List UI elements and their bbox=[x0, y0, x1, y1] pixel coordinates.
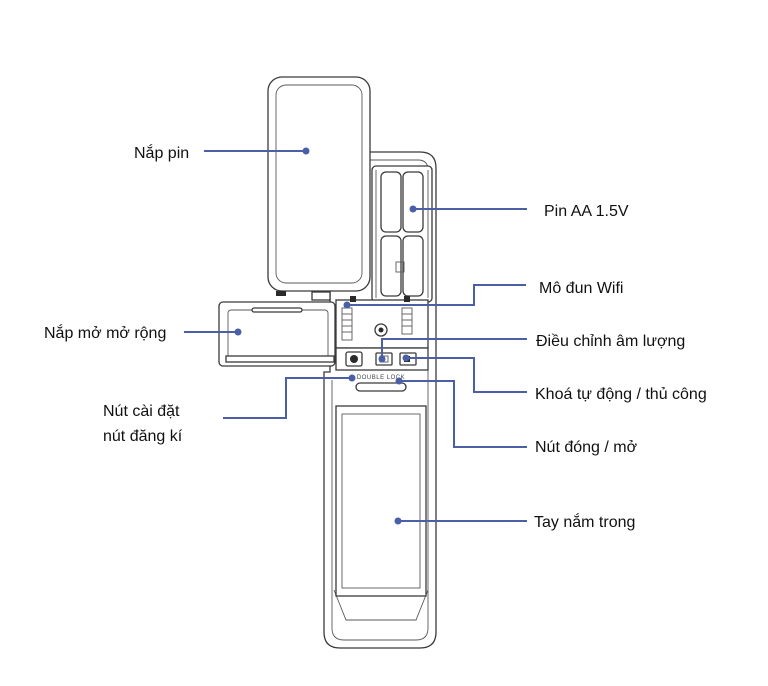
label-expansion-cover: Nắp mở mở rộng bbox=[44, 323, 166, 342]
label-auto-manual-lock: Khoá tự động / thủ công bbox=[535, 386, 707, 403]
label-aa-battery: Pin AA 1.5V bbox=[544, 203, 629, 220]
aa-battery-4 bbox=[402, 235, 424, 297]
leader-wifi-module bbox=[347, 284, 526, 306]
leader-setup-button-dot bbox=[348, 374, 356, 382]
leader-open-close bbox=[399, 380, 527, 448]
battery-cover[interactable] bbox=[267, 76, 371, 301]
label-open-close-button: Nút đóng / mở bbox=[535, 439, 638, 456]
label-inner-handle: Tay nắm trong bbox=[534, 512, 635, 531]
leader-aa-battery-dot bbox=[409, 205, 417, 213]
aa-battery-3 bbox=[380, 235, 402, 297]
leader-auto-manual-lock-dot bbox=[402, 354, 410, 362]
battery-compartment bbox=[371, 165, 433, 303]
label-setup-button-line1: Nút cài đặt bbox=[103, 403, 180, 420]
expansion-cover[interactable] bbox=[218, 301, 336, 367]
aa-battery-1 bbox=[380, 171, 402, 233]
leader-auto-manual-lock bbox=[406, 357, 527, 393]
leader-setup-button bbox=[223, 377, 352, 419]
aa-battery-2 bbox=[402, 171, 424, 233]
double-lock-engraving: DOUBLE LOCK bbox=[357, 375, 405, 381]
leader-volume-adjust-dot bbox=[378, 355, 386, 363]
label-wifi-module: Mô đun Wifi bbox=[539, 280, 623, 297]
leader-battery-cover-dot bbox=[302, 147, 310, 155]
open-close-button[interactable] bbox=[355, 382, 407, 392]
label-setup-button-line2: nút đăng kí bbox=[103, 428, 183, 445]
leader-inner-handle-dot bbox=[394, 517, 402, 525]
leader-open-close-dot bbox=[395, 377, 403, 385]
leader-expansion-cover-dot bbox=[234, 328, 242, 336]
label-volume-adjust: Điều chỉnh âm lượng bbox=[536, 333, 685, 350]
leader-wifi-module-dot bbox=[343, 301, 351, 309]
label-battery-cover: Nắp pin bbox=[134, 143, 189, 162]
inner-handle[interactable] bbox=[335, 405, 427, 597]
leader-lines bbox=[184, 147, 527, 525]
leader-volume-adjust bbox=[381, 338, 527, 359]
